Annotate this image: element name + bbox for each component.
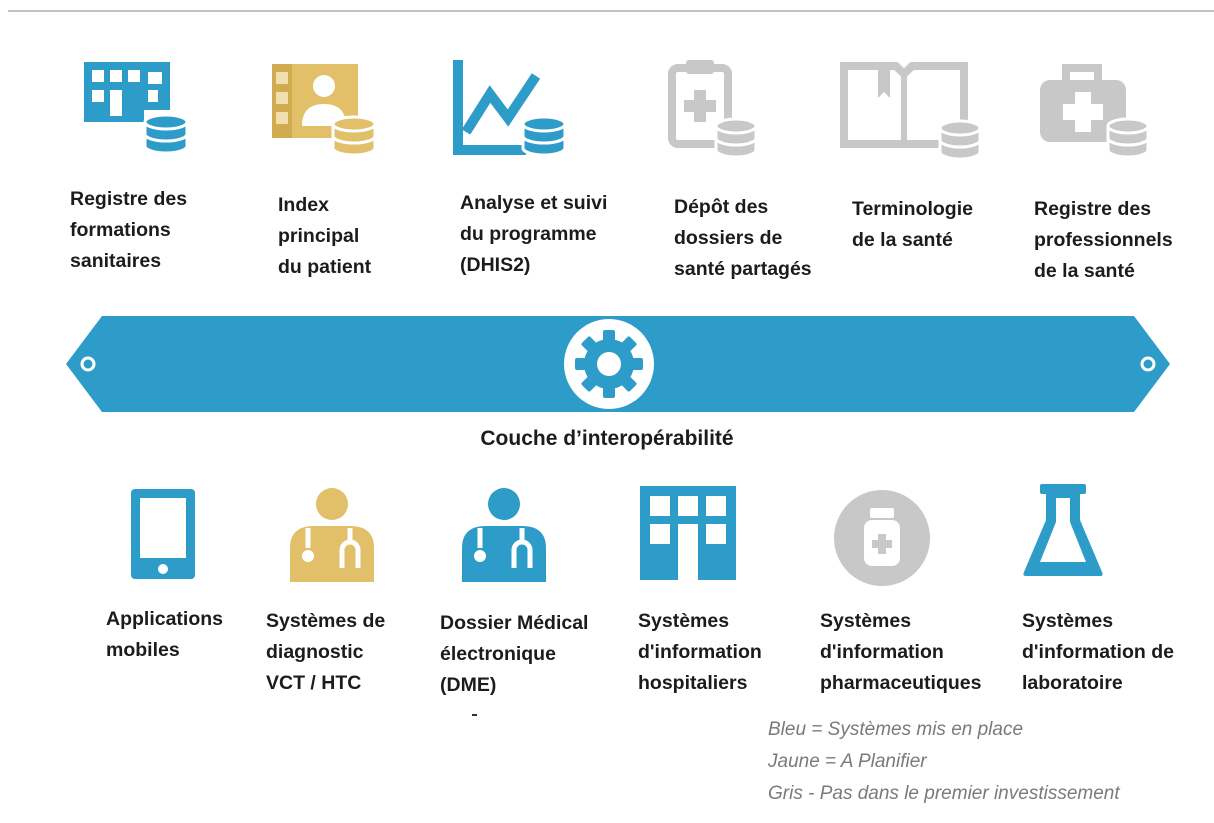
medicine-bottle-icon bbox=[834, 490, 930, 586]
label-index-patient: Index principal du patient bbox=[278, 194, 372, 278]
label-depot-dossiers: Dépôt des dossiers de santé partagés bbox=[674, 196, 812, 280]
tablet-icon bbox=[131, 489, 195, 579]
label-analyse-suivi: Analyse et suivi du programme (DHIS2) bbox=[460, 192, 608, 276]
label-registre-formations: Registre des formations sanitaires bbox=[70, 188, 188, 272]
patient-index-database-icon bbox=[272, 64, 377, 157]
label-registre-professionnels: Registre des professionnels de la santé bbox=[1034, 198, 1173, 282]
label-systemes-pharmaceutiques: Systèmes d'information pharmaceutiques bbox=[820, 610, 982, 694]
label-systemes-diagnostic: Systèmes de diagnostic VCT / HTC bbox=[266, 610, 386, 694]
clipboard-medical-database-icon bbox=[668, 60, 758, 159]
doctor-icon bbox=[462, 488, 546, 582]
legend-yellow: Jaune = A Planifier bbox=[768, 751, 927, 772]
gear-icon bbox=[564, 319, 654, 409]
bar-right-rivet bbox=[1140, 356, 1156, 372]
label-applications-mobiles: Applications mobiles bbox=[106, 608, 224, 661]
label-terminologie: Terminologie de la santé bbox=[852, 198, 973, 251]
hospital-building-icon bbox=[640, 486, 736, 580]
interoperability-layer-bar bbox=[66, 316, 1170, 412]
label-dossier-medical: Dossier Médical électronique (DME) bbox=[440, 612, 589, 696]
label-systemes-hospitaliers: Systèmes d'information hospitaliers bbox=[638, 610, 762, 694]
medical-kit-database-icon bbox=[1040, 64, 1150, 159]
bar-left-rivet bbox=[80, 356, 96, 372]
label-systemes-laboratoire: Systèmes d'information de laboratoire bbox=[1022, 610, 1174, 694]
legend-gray: Gris - Pas dans le premier investissemen… bbox=[768, 783, 1120, 804]
line-chart-database-icon bbox=[453, 60, 567, 157]
lab-flask-icon bbox=[1023, 484, 1103, 576]
legend-blue: Bleu = Systèmes mis en place bbox=[768, 719, 1024, 740]
book-database-icon bbox=[840, 62, 982, 161]
top-divider bbox=[8, 10, 1214, 12]
doctor-icon bbox=[290, 488, 374, 582]
stray-dash-mark bbox=[472, 714, 477, 716]
interop-caption: Couche d’interopérabilité bbox=[480, 427, 734, 450]
hospital-building-database-icon bbox=[84, 62, 189, 155]
